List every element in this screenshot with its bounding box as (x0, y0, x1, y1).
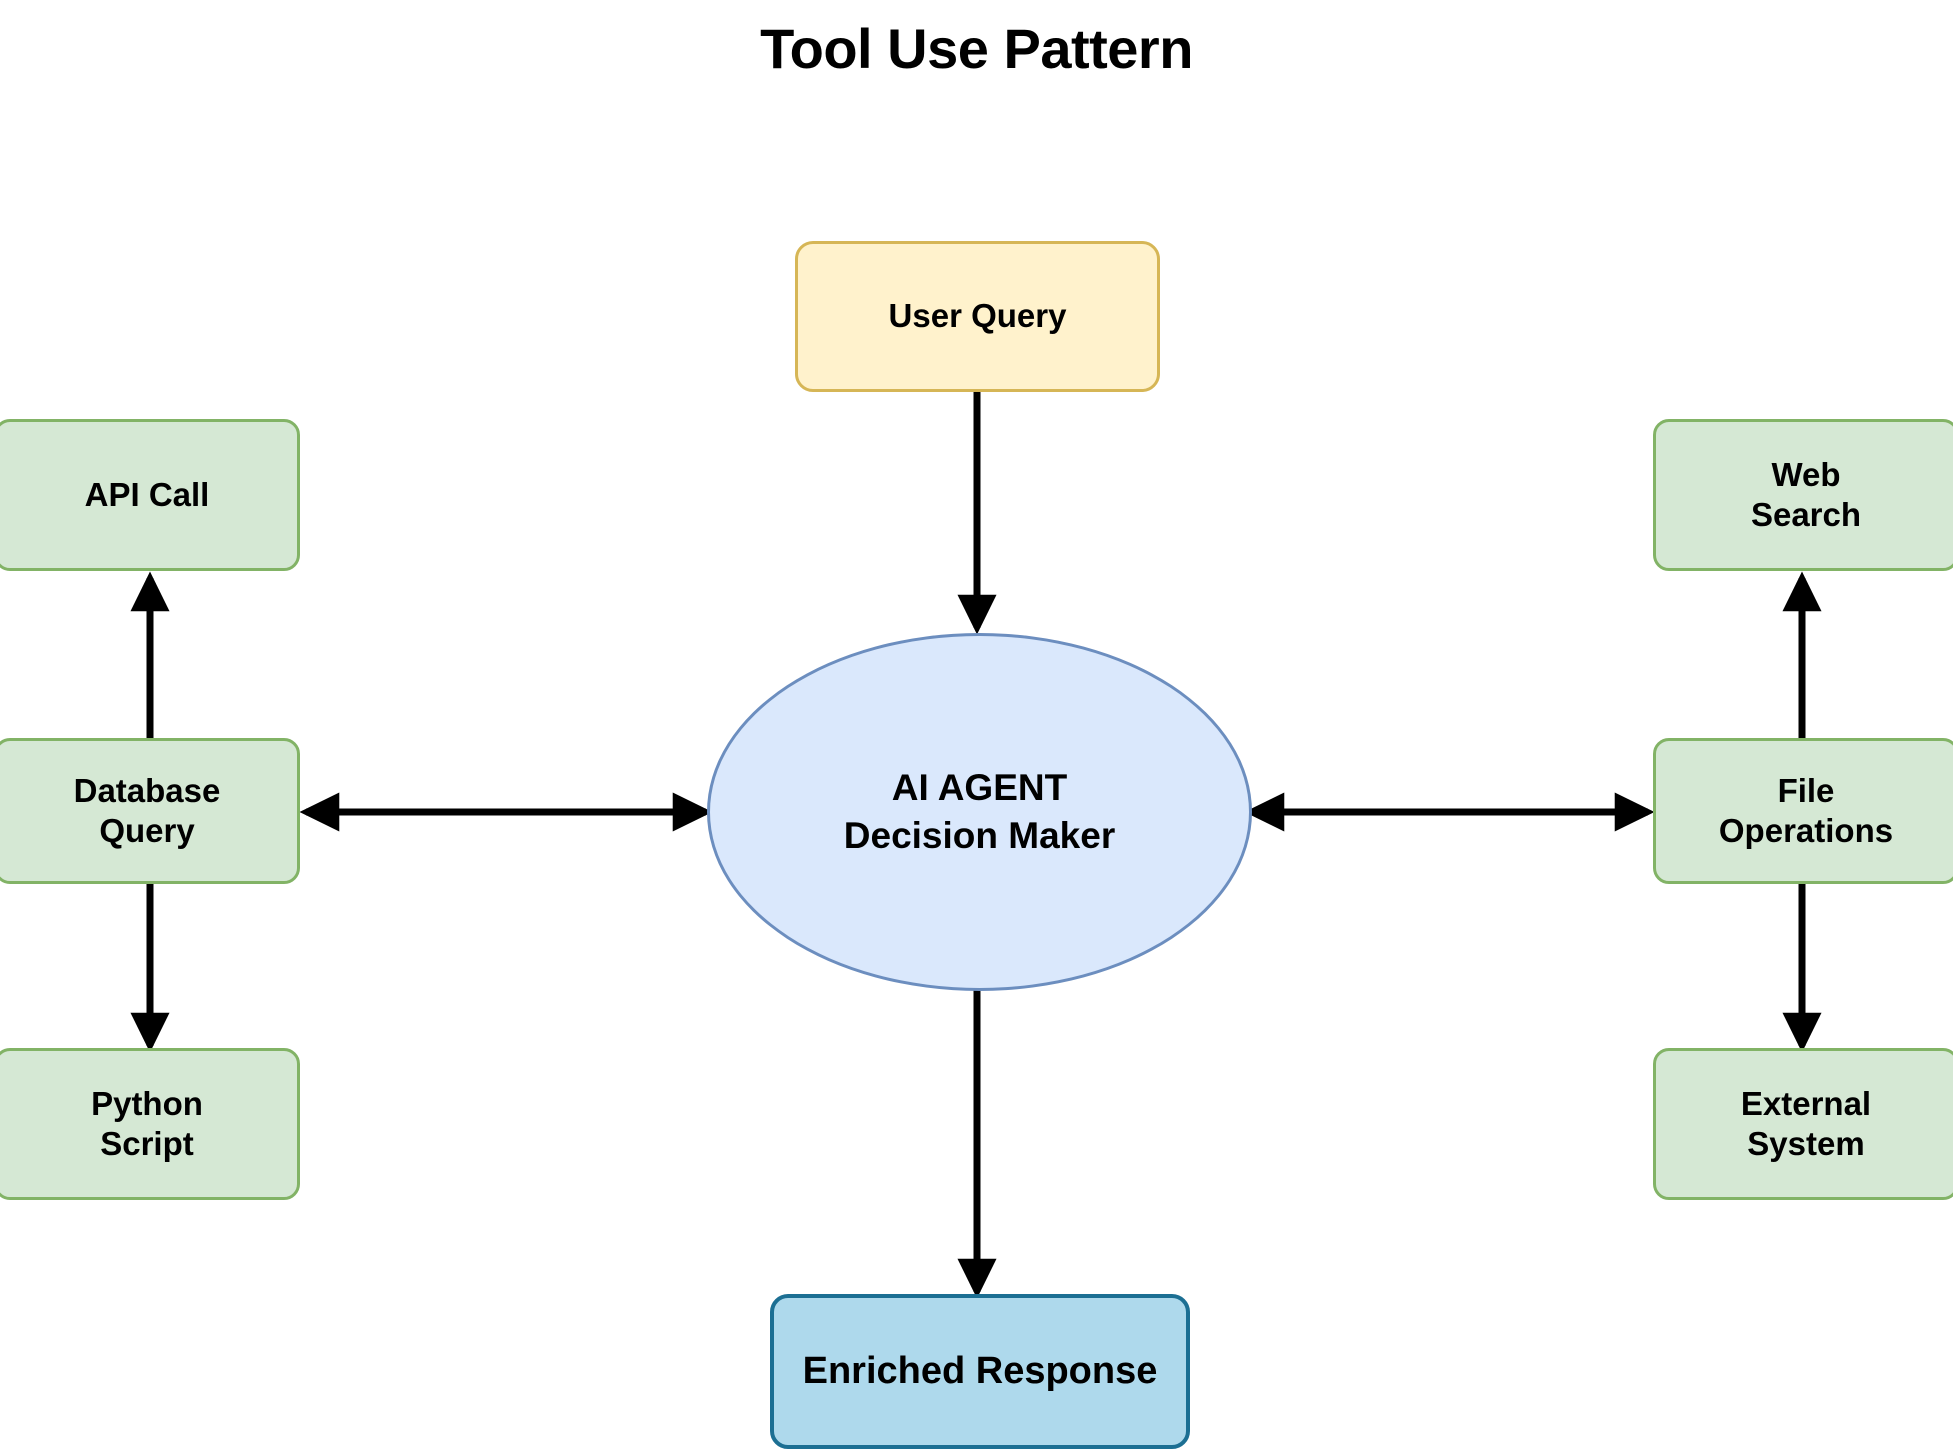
node-database-query[interactable]: Database Query (0, 738, 300, 884)
node-file-operations[interactable]: File Operations (1653, 738, 1953, 884)
node-python-script[interactable]: Python Script (0, 1048, 300, 1200)
node-api-call-label: API Call (84, 475, 210, 513)
node-ai-agent-label: AI AGENT Decision Maker (843, 766, 1116, 856)
node-external-system[interactable]: External System (1653, 1048, 1953, 1200)
node-enriched-response-label: Enriched Response (802, 1350, 1158, 1393)
node-user-query-label: User Query (888, 297, 1067, 335)
node-file-operations-label: File Operations (1718, 771, 1894, 849)
page-title: Tool Use Pattern (760, 17, 1193, 80)
node-python-script-label: Python Script (91, 1084, 203, 1162)
node-enriched-response[interactable]: Enriched Response (770, 1294, 1190, 1449)
node-database-query-label: Database Query (73, 771, 221, 849)
node-ai-agent[interactable]: AI AGENT Decision Maker (707, 633, 1252, 991)
node-external-system-label: External System (1740, 1084, 1872, 1162)
node-web-search-label: Web Search (1750, 455, 1862, 533)
node-web-search[interactable]: Web Search (1653, 419, 1953, 571)
node-user-query[interactable]: User Query (795, 241, 1160, 392)
node-api-call[interactable]: API Call (0, 419, 300, 571)
